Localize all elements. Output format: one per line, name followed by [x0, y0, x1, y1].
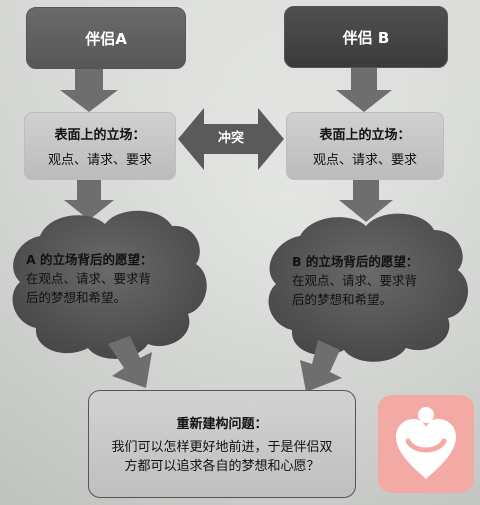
desire-a-title: A 的立场背后的愿望： — [26, 252, 153, 267]
partner-b-label: 伴侣 B — [342, 28, 390, 47]
desire-b-line-1: 在观点、请求、要求背 — [292, 273, 418, 288]
desire-a-line-2: 后的梦想和希望。 — [26, 290, 127, 305]
position-a-body: 观点、请求、要求 — [47, 153, 152, 168]
desire-b-title: B 的立场背后的愿望： — [292, 254, 419, 269]
desire-b-line-2: 后的梦想和希望。 — [292, 292, 393, 307]
partner-a-label: 伴侣A — [85, 29, 127, 48]
heart-icon — [396, 407, 456, 479]
partner-a-box: 伴侣A — [26, 7, 186, 69]
position-a-box: 表面上的立场： 观点、请求、要求 — [24, 112, 176, 180]
down-arrow-a-2 — [64, 180, 114, 220]
position-b-title: 表面上的立场： — [319, 128, 411, 143]
reframe-body: 我们可以怎样更好地前进，于是伴侣双 方都可以追求各自的梦想和心愿？ — [97, 438, 346, 476]
desire-b-text: B 的立场背后的愿望： 在观点、请求、要求背 后的梦想和希望。 — [292, 252, 452, 309]
conflict-label: 冲突 — [217, 131, 244, 146]
app-logo-badge — [378, 395, 474, 493]
desire-a-line-1: 在观点、请求、要求背 — [26, 271, 152, 286]
desire-cloud-a — [12, 210, 207, 359]
diagonal-arrow-b — [300, 340, 342, 392]
desire-a-text: A 的立场背后的愿望： 在观点、请求、要求背 后的梦想和希望。 — [26, 250, 186, 307]
desire-cloud-b — [268, 213, 469, 362]
reframe-box: 重新建构问题： 我们可以怎样更好地前进，于是伴侣双 方都可以追求各自的梦想和心愿… — [88, 390, 356, 498]
conflict-double-arrow — [178, 108, 284, 170]
down-arrow-a-1 — [60, 69, 118, 112]
partner-b-box: 伴侣 B — [284, 6, 448, 68]
position-a-title: 表面上的立场： — [54, 128, 146, 143]
position-b-body: 观点、请求、要求 — [312, 153, 417, 168]
reframe-title: 重新建构问题： — [176, 416, 268, 432]
position-b-box: 表面上的立场： 观点、请求、要求 — [286, 112, 444, 180]
down-arrow-b-2 — [339, 180, 393, 222]
reframe-line-1: 我们可以怎样更好地前进，于是伴侣双 — [111, 439, 333, 455]
diagonal-arrow-a — [108, 336, 152, 388]
down-arrow-b-1 — [336, 68, 392, 112]
reframe-line-2: 方都可以追求各自的梦想和心愿？ — [124, 458, 320, 474]
